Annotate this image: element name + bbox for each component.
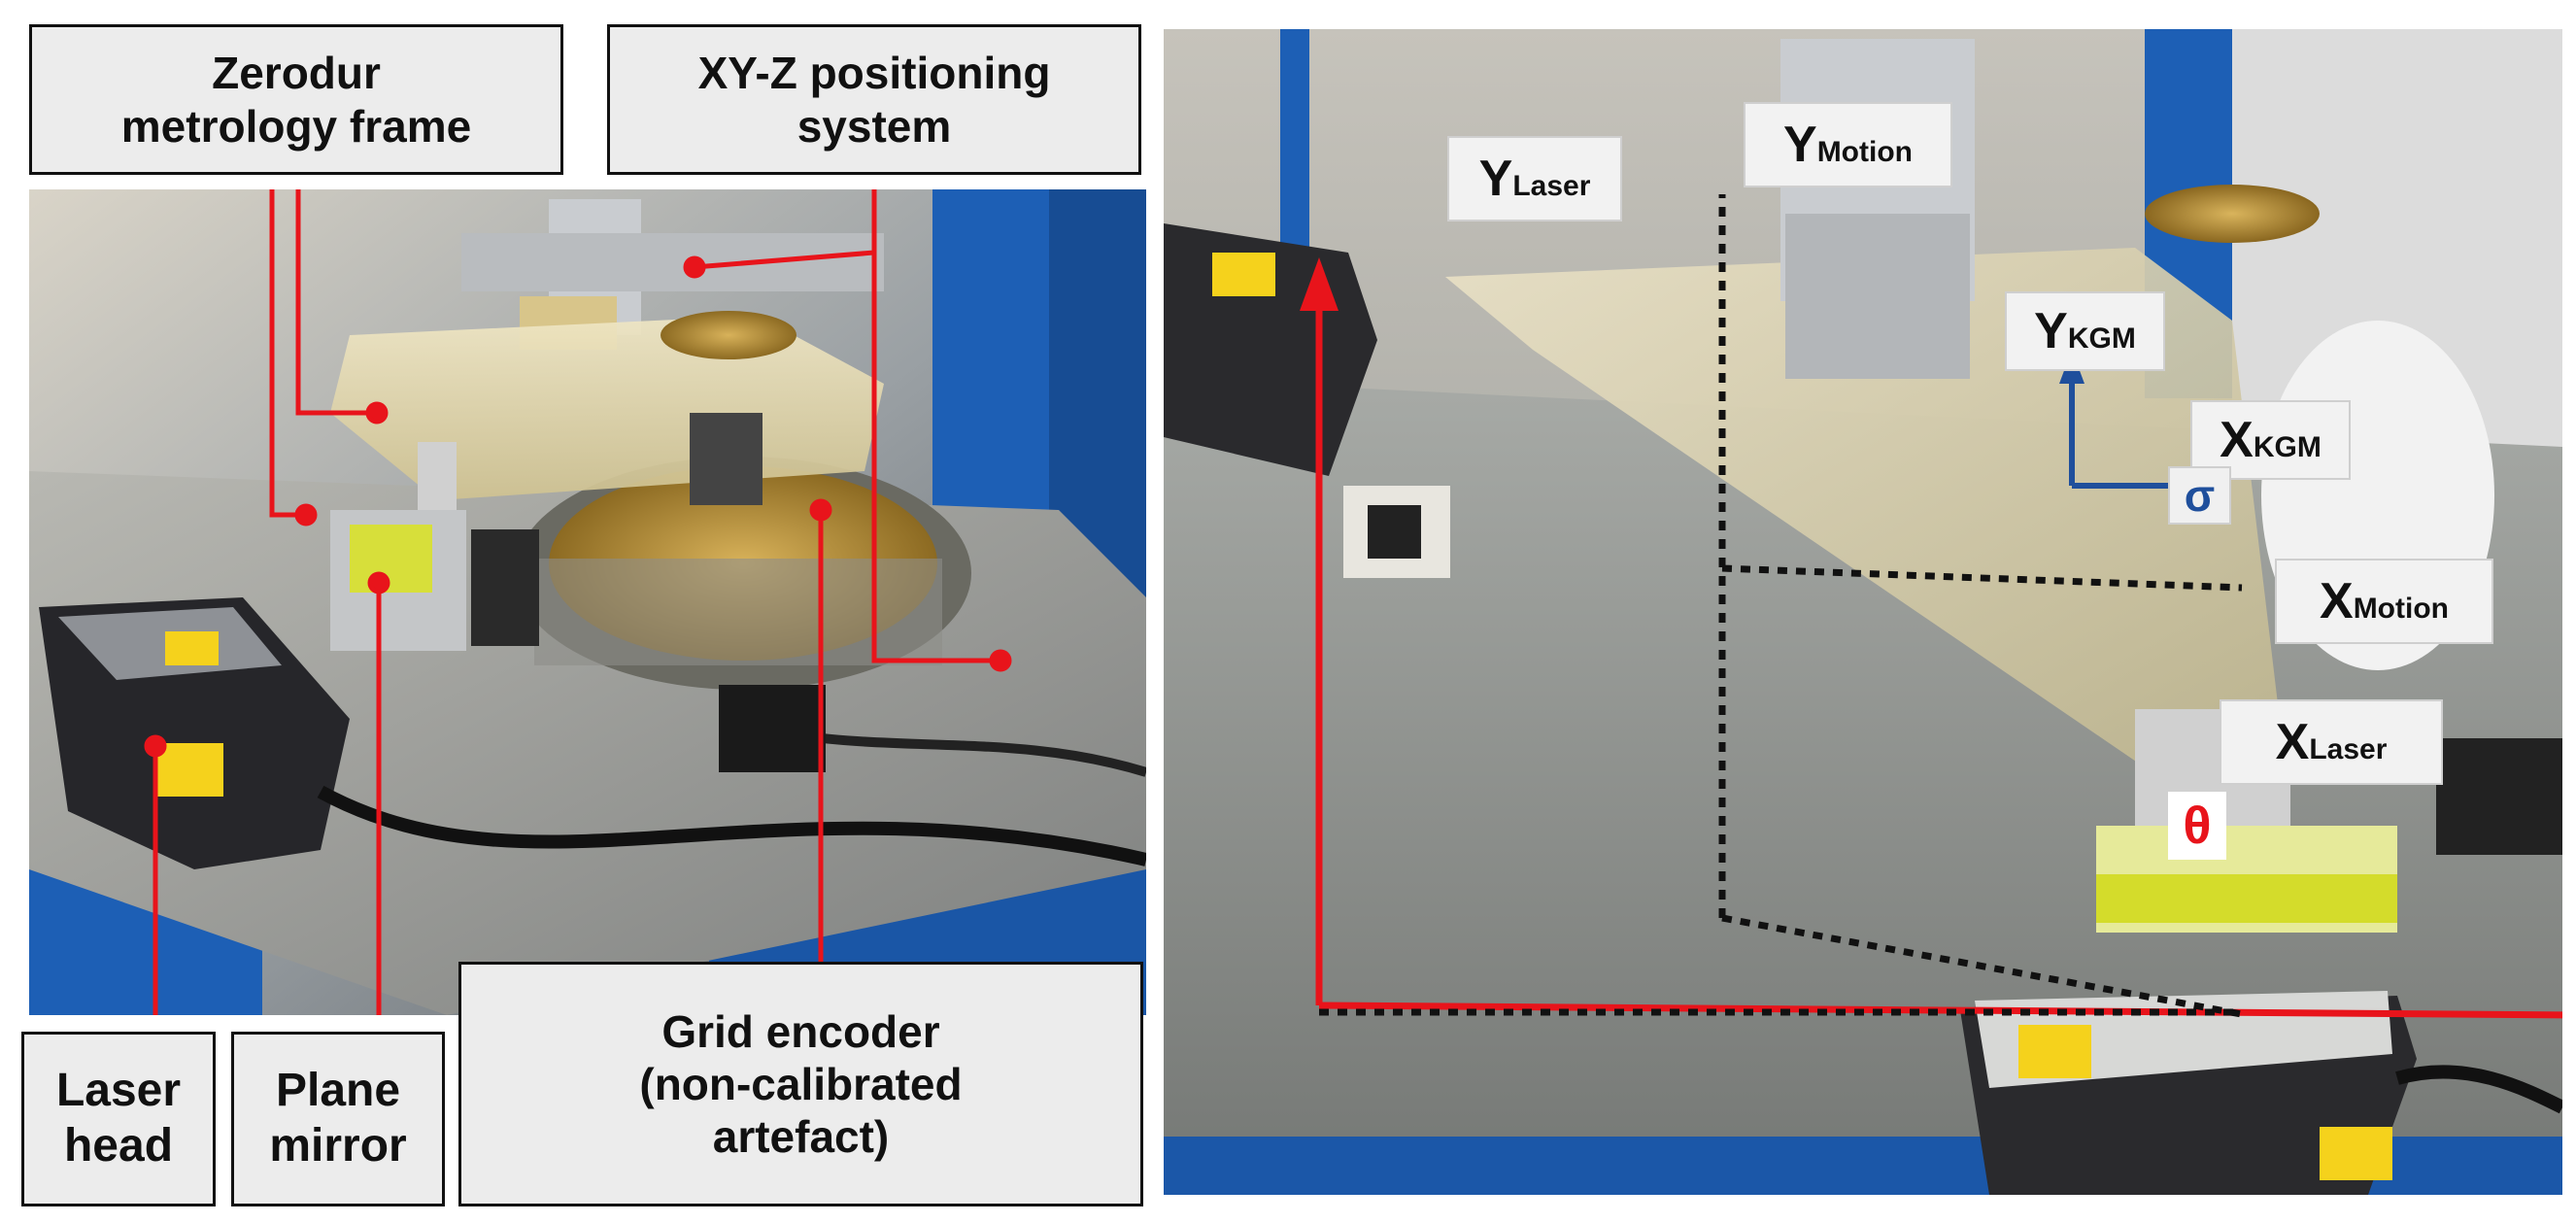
y-motion-main: Y [1783, 117, 1817, 173]
zerodur-plate [330, 316, 884, 500]
leader-dot-plane-mirror [367, 571, 390, 595]
y-kgm-sub: KGM [2067, 323, 2136, 355]
z-carriage [1785, 214, 1970, 379]
kgm-gold-disc [661, 311, 797, 359]
laser-cable [317, 785, 1146, 866]
kgm-gold-disc [2145, 185, 2320, 243]
x-motion-sub: Motion [2353, 593, 2449, 625]
x-motion-main: X [2320, 573, 2354, 629]
sigma-symbol: σ [2168, 466, 2231, 525]
laser-warning-label-bottom-top [2018, 1025, 2091, 1078]
y-laser-sub: Laser [1512, 170, 1591, 202]
x-laser-main: X [2275, 714, 2310, 770]
callout-zerodur-metrology-frame: Zerodur metrology frame [29, 24, 563, 175]
sensor-cable [786, 729, 1146, 777]
callout-plane-mirror: Plane mirror [231, 1032, 445, 1206]
sensor-window-dark [1368, 505, 1421, 559]
plane-mirror-face [2096, 874, 2397, 923]
leader-zerodur-upper [295, 189, 377, 416]
plane-mirror-line-1: Plane [275, 1065, 401, 1117]
xyz-crossbar [461, 233, 884, 291]
grid-encoder-line-1: Grid encoder [661, 1005, 940, 1057]
plane-mirror-line-2: mirror [269, 1120, 407, 1172]
mirror-side-block [471, 529, 539, 646]
leader-dot-xyz-upper [683, 255, 706, 279]
grid-encoder-line-2: (non-calibrated [639, 1058, 963, 1109]
y-motion-sub: Motion [1816, 136, 1913, 168]
encoder-readhead [690, 413, 763, 505]
x-motion-axis-line-upper [1721, 564, 2243, 592]
laser-cable [2395, 1065, 2562, 1114]
motion-connector-line [1721, 914, 2248, 1019]
theta-symbol: θ [2168, 792, 2226, 860]
callout-grid-encoder: Grid encoder (non-calibrated artefact) [458, 962, 1143, 1206]
zerodur-line-2: metrology frame [120, 100, 472, 152]
y-kgm-main: Y [2034, 303, 2068, 359]
zerodur-line-1: Zerodur [212, 48, 381, 99]
leader-dot-laser-head [144, 734, 167, 758]
xyz-line-1: XY-Z positioning [697, 48, 1051, 99]
laser-warning-label-top [165, 631, 219, 665]
leader-dot-xyz-lower [989, 649, 1012, 672]
laser-head-line-1: Laser [55, 1065, 182, 1117]
y-laser-main: Y [1478, 151, 1513, 207]
x-kgm-sub: KGM [2253, 431, 2322, 463]
x-laser-sub: Laser [2309, 733, 2388, 765]
encoder-carriage [534, 559, 942, 665]
sensor-box-right [2436, 738, 2562, 855]
grid-encoder-line-3: artefact) [712, 1111, 890, 1163]
laser-warning-label-front [155, 743, 223, 797]
laser-warning-label-bottom-side [2320, 1127, 2392, 1180]
leader-zerodur-lower [269, 189, 306, 518]
plane-mirror-face [350, 525, 432, 593]
left-photo-panel [29, 189, 1146, 1015]
leader-dot-grid-encoder [809, 498, 832, 522]
leader-dot-zerodur-lower [294, 503, 318, 527]
y-laser-arrowhead [1300, 257, 1339, 311]
laser-warning-label-left [1212, 253, 1275, 296]
callout-xyz-positioning-system: XY-Z positioning system [607, 24, 1141, 175]
x-kgm-main: X [2220, 412, 2254, 468]
xyz-line-2: system [797, 100, 952, 152]
left-photo-illustration [29, 189, 1146, 1015]
laser-head-line-2: head [63, 1120, 174, 1172]
callout-laser-head: Laser head [21, 1032, 216, 1206]
leader-dot-zerodur-upper [365, 401, 389, 425]
sensor-box [719, 685, 826, 772]
leader-xyz-lower [871, 253, 1000, 663]
